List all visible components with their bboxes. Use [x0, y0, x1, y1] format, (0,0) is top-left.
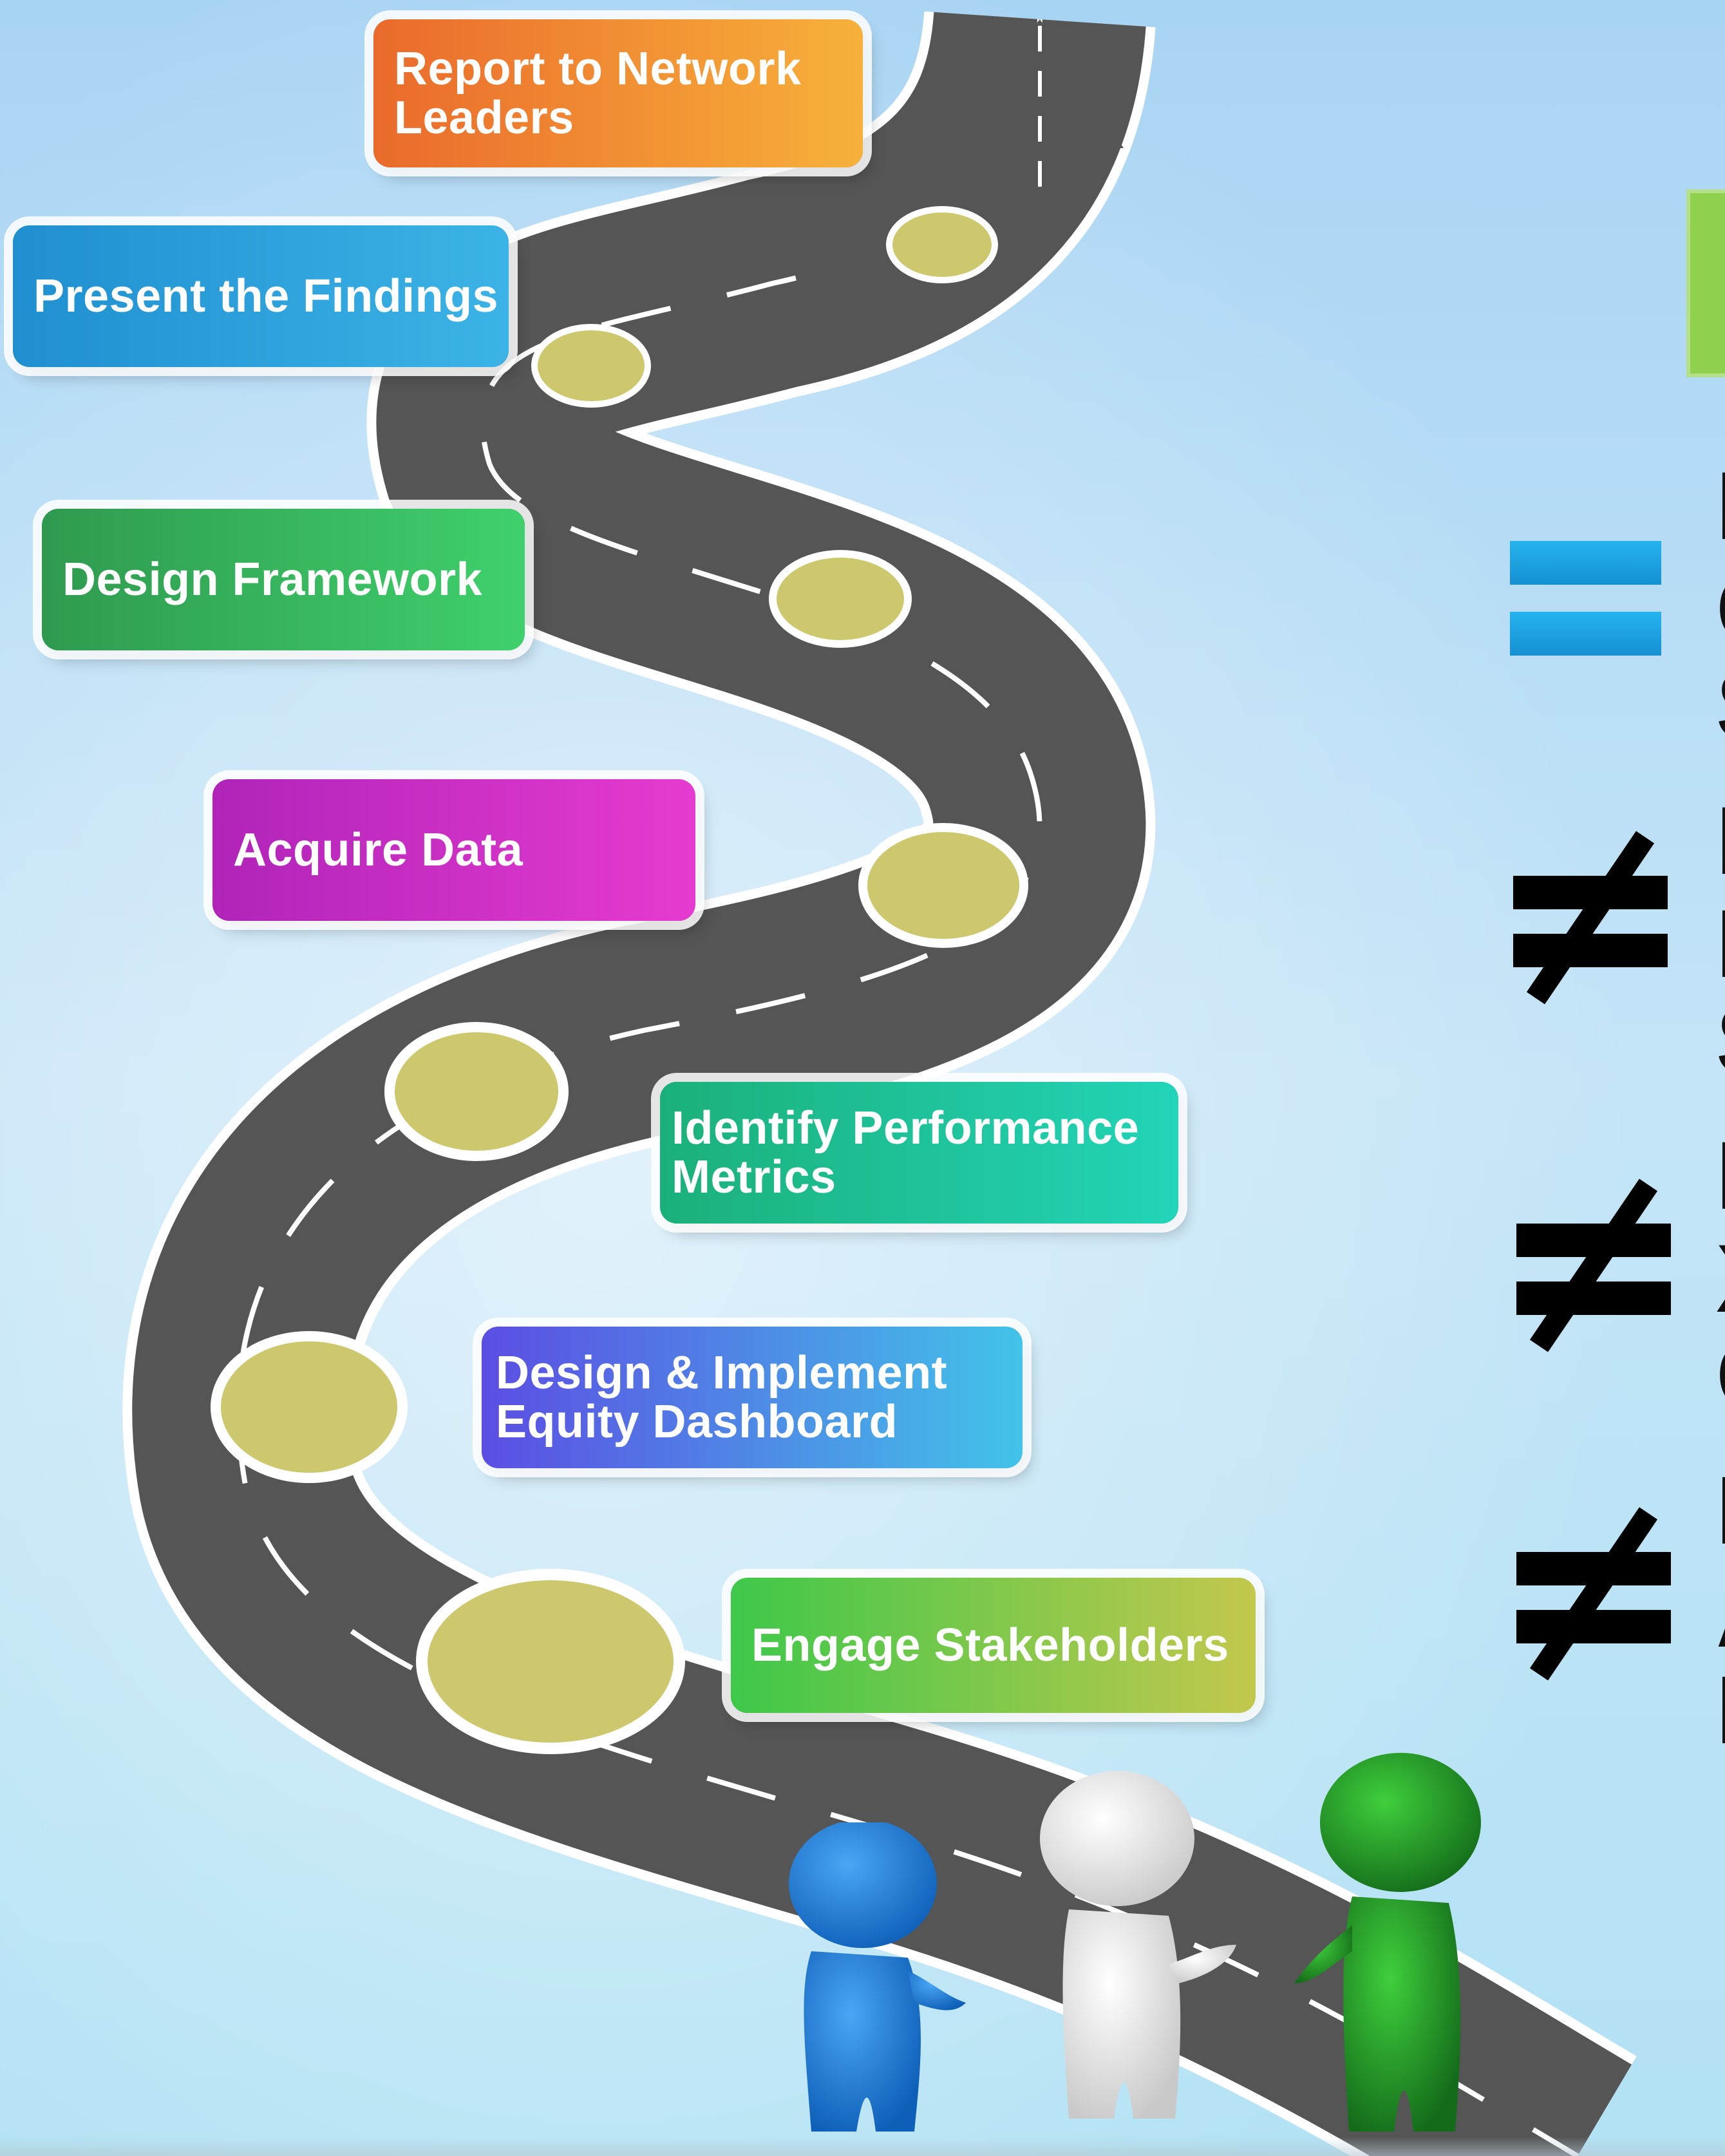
- milestone-4: [858, 823, 1028, 948]
- not-equal-icon: [1516, 1507, 1671, 1681]
- bottom-band: [0, 2137, 1725, 2156]
- milestone-2: [211, 1331, 408, 1483]
- milestone-3: [384, 1022, 569, 1161]
- blue-person: [789, 1822, 966, 2132]
- milestone-7: [886, 206, 998, 283]
- milestone-1: [416, 1569, 685, 1754]
- milestone-5: [769, 550, 912, 648]
- road-arrowhead: [934, 19, 1124, 213]
- milestone-6: [531, 324, 651, 408]
- step-design-framework: Design Framework: [42, 509, 525, 650]
- milestone-markers: [211, 206, 1028, 1754]
- equals-icon: [1510, 541, 1661, 657]
- step-dashboard: Design & Implement Equity Dashboard: [482, 1327, 1023, 1468]
- green-person: [1294, 1753, 1481, 2132]
- not-equal-icon: [1516, 1178, 1671, 1352]
- step-identify: Identify Performance Metrics: [660, 1082, 1178, 1224]
- step-engage: Engage Stakeholders: [731, 1578, 1256, 1713]
- step-report: Report to Network Leaders: [373, 19, 863, 167]
- green-header-box: [1690, 193, 1725, 374]
- not-equal-icon: [1513, 831, 1668, 1005]
- step-acquire: Acquire Data: [212, 779, 695, 921]
- step-present: Present the Findings: [13, 225, 509, 367]
- white-person: [1040, 1771, 1236, 2119]
